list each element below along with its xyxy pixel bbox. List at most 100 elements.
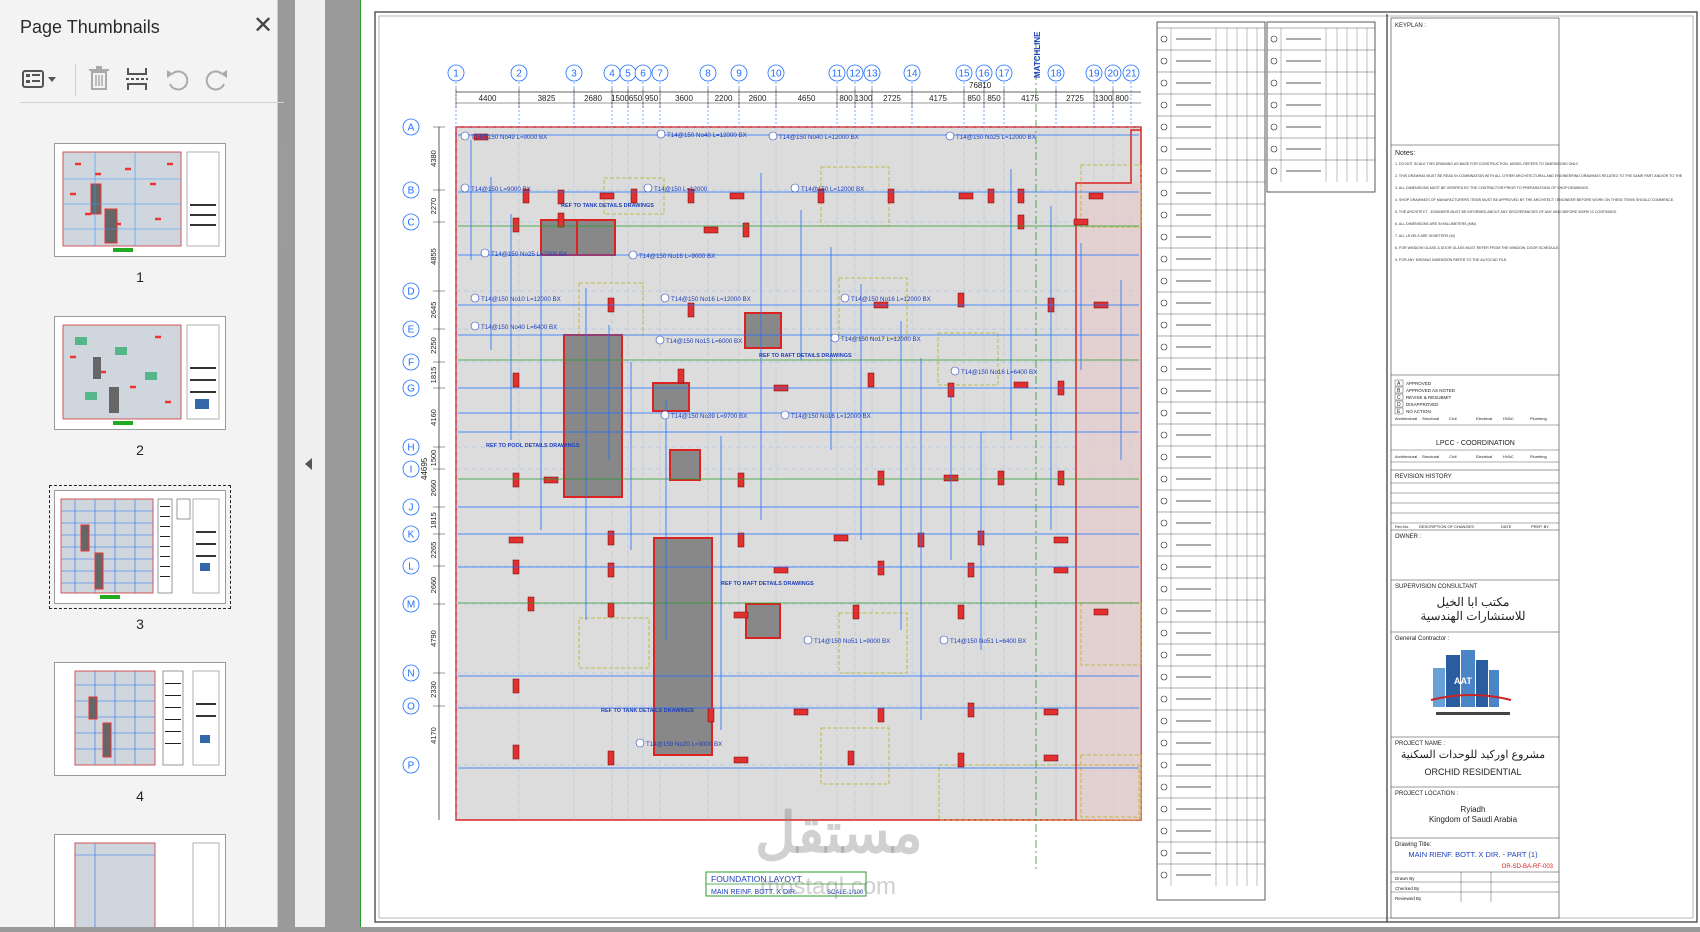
svg-text:K: K: [408, 530, 415, 541]
svg-text:P: P: [408, 761, 415, 772]
close-icon[interactable]: ✕: [253, 12, 274, 39]
svg-text:2: 2: [516, 69, 522, 80]
svg-text:17: 17: [998, 69, 1010, 80]
tank-2: [576, 219, 616, 256]
rebar-callout: T14@150 No17 L=12000 BX: [830, 333, 921, 343]
note-item: 8. FOR WINDOW GLASS & DOOR GLASS MUST RE…: [1395, 246, 1559, 250]
dimension-text: 4170: [429, 727, 438, 744]
svg-text:T14@150 No17 L=12000 BX: T14@150 No17 L=12000 BX: [841, 336, 921, 343]
ref-tank-note-2: REF TO TANK DETAILS DRAWINGS: [601, 708, 694, 714]
raft-pit-3: [669, 449, 701, 481]
delete-icon[interactable]: [86, 62, 114, 100]
dimension-text: 4790: [429, 630, 438, 647]
svg-text:T14@150 No16 L=6400 BX: T14@150 No16 L=6400 BX: [961, 369, 1037, 376]
revision-column: DATE: [1501, 524, 1512, 529]
bar-schedule-rows-2: [1267, 27, 1375, 182]
grid-number: 1: [447, 64, 465, 82]
approval-label: APPROVED AS NOTED: [1406, 388, 1456, 393]
project-name-label: PROJECT NAME :: [1395, 741, 1446, 747]
left-dimensions: 4380227048552645225018154160150026601815…: [429, 126, 445, 744]
note-item: 5. THE ARCHITECT - ENGINEER MUST BE INFO…: [1395, 210, 1617, 214]
approval-label: DISAPPROVED: [1406, 402, 1439, 407]
consultant-name-ar: مكتب ابا الخيل: [1437, 595, 1510, 609]
rebar-callout: T14@150 No15 L=6000 BX: [655, 335, 742, 345]
svg-text:J: J: [409, 503, 414, 514]
dimension-text: 4380: [429, 150, 438, 167]
rebar-callout: T14@150 No40 L=12000 BX: [768, 131, 859, 141]
dimension-text: 2660: [429, 577, 438, 594]
discipline: Architectural: [1395, 416, 1417, 421]
note-item: 3. ALL DIMENSIONS MUST BE VERIFIED BY TH…: [1395, 186, 1589, 190]
tank-3: [653, 537, 713, 756]
page-thumbnail-3[interactable]: 3: [49, 485, 231, 632]
dimension-text: 4160: [429, 409, 438, 426]
svg-text:16: 16: [978, 69, 990, 80]
rotate-ccw-icon[interactable]: [164, 62, 192, 100]
grid-letter: E: [402, 320, 420, 338]
grid-number: 10: [767, 64, 785, 82]
svg-text:19: 19: [1088, 69, 1100, 80]
thumbnail-scrollbar[interactable]: [281, 138, 288, 253]
grid-letter: A: [402, 118, 420, 136]
rebar-callouts: T14@150 No49 L=9000 BX T14@150 No40 L=120…: [460, 129, 1037, 748]
coordination-label: LPCC - COORDINATION: [1436, 440, 1515, 447]
project-location-1: Ryiadh: [1461, 805, 1486, 814]
svg-text:12: 12: [849, 69, 861, 80]
page-thumbnail-1[interactable]: 1: [54, 143, 226, 285]
grid-letter: F: [402, 353, 420, 371]
grid-number: 21: [1122, 64, 1140, 82]
owner-label: OWNER :: [1395, 534, 1422, 540]
svg-text:1: 1: [453, 69, 459, 80]
svg-text:T14@150 No49 L=9000 BX: T14@150 No49 L=9000 BX: [471, 134, 547, 141]
grid-number: 14: [903, 64, 921, 82]
watermark-url: mostaql.com: [760, 873, 897, 900]
bar-schedule-table: [1156, 21, 1266, 901]
grid-letter: I: [402, 460, 420, 478]
discipline: Plumbing: [1530, 416, 1547, 421]
svg-text:B: B: [408, 186, 415, 197]
svg-text:21: 21: [1125, 69, 1137, 80]
page-number: 1: [136, 269, 144, 285]
dimension-text: 1815: [429, 367, 438, 384]
grid-letter: N: [402, 664, 420, 682]
svg-text:10: 10: [770, 69, 782, 80]
dimension-text: 800: [839, 94, 853, 103]
ref-pool-note: REF TO POOL DETAILS DRAWINGS: [486, 443, 580, 449]
revision-column: PREP. BY: [1531, 524, 1549, 529]
thumbnail-options-icon[interactable]: [20, 62, 58, 100]
insert-page-icon[interactable]: [124, 62, 152, 100]
dimension-text: 4650: [798, 94, 816, 103]
dimension-text: 1300: [1095, 94, 1113, 103]
dimension-text: 2200: [715, 94, 733, 103]
rotate-cw-icon[interactable]: [202, 62, 230, 100]
page-number: 4: [136, 788, 144, 804]
grid-letter: C: [402, 213, 420, 231]
grid-number: 2: [510, 64, 528, 82]
dimension-text: 2660: [429, 480, 438, 497]
grid-number: 8: [699, 64, 717, 82]
rebar-callout: T14@150 L=12000 BX: [790, 183, 864, 193]
collapse-panel-icon[interactable]: [302, 452, 316, 476]
page-thumbnail-4[interactable]: 4: [54, 662, 226, 804]
approval-code: E: [1397, 409, 1401, 415]
grid-letter: J: [402, 498, 420, 516]
svg-text:9: 9: [736, 69, 742, 80]
grid-letter: D: [402, 282, 420, 300]
grid-number: 15: [955, 64, 973, 82]
note-item: 2. THIS DRAWING MUST BE READ IN COMBINAT…: [1395, 174, 1683, 178]
svg-text:T14@150 No39 L=9700 BX: T14@150 No39 L=9700 BX: [671, 413, 747, 420]
page-thumbnail-2[interactable]: 2: [54, 316, 226, 458]
page-thumbnail-5[interactable]: [54, 834, 226, 927]
supervision-label: SUPERVISION CONSULTANT: [1395, 584, 1478, 590]
svg-text:T14@150 No16 L=9000 BX: T14@150 No16 L=9000 BX: [639, 253, 715, 260]
svg-text:O: O: [407, 702, 415, 713]
svg-text:7: 7: [657, 69, 663, 80]
rebar-callout: T14@150 No16 L=12000 BX: [660, 293, 751, 303]
discipline: HVAC: [1503, 454, 1514, 459]
bar-schedule-rows: [1157, 27, 1265, 886]
